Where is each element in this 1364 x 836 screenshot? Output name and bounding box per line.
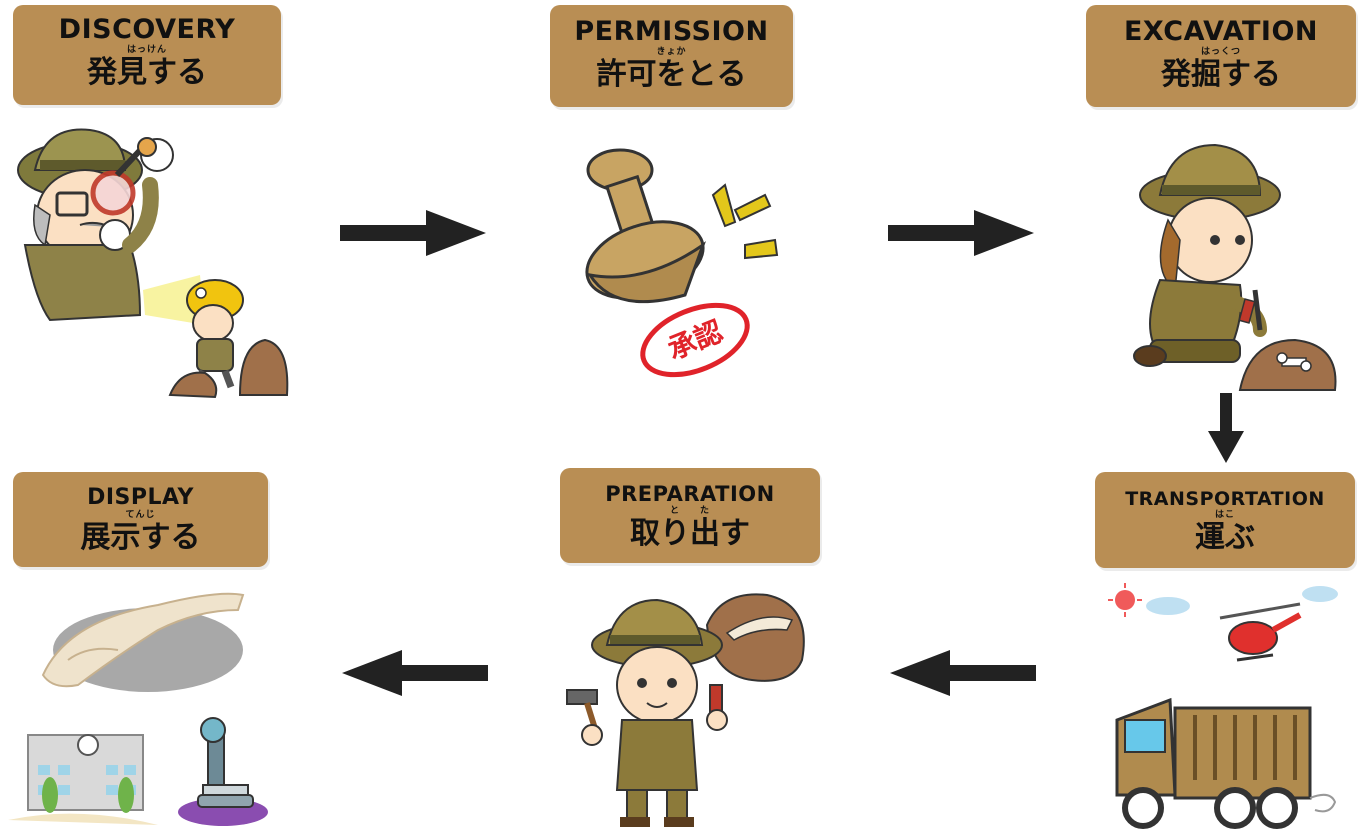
label-excavation-en: EXCAVATION xyxy=(1123,16,1319,47)
label-transportation-en: TRANSPORTATION xyxy=(1125,488,1325,510)
label-preparation-ja: 取り出す xyxy=(630,516,750,551)
arrow-discovery-to-permission xyxy=(340,210,486,256)
transportation-illustration xyxy=(1108,583,1338,829)
label-discovery-en: DISCOVERY xyxy=(58,14,236,45)
label-discovery-ja: 発見する xyxy=(87,55,207,90)
label-transportation-ja: 運ぶ xyxy=(1195,520,1255,555)
label-preparation-en: PREPARATION xyxy=(605,482,775,506)
label-permission-ja: 許可をとる xyxy=(596,57,747,92)
label-excavation-ja: 発掘する xyxy=(1161,57,1281,92)
label-discovery-ruby: はっけん xyxy=(126,45,167,55)
label-transportation-ruby: はこ xyxy=(1214,510,1235,520)
label-display: DISPLAY てんじ 展示する xyxy=(13,472,268,567)
discovery-illustration xyxy=(17,128,289,399)
label-excavation: EXCAVATION はっくつ 発掘する xyxy=(1086,5,1356,107)
label-preparation: PREPARATION と た 取り出す xyxy=(560,468,820,563)
preparation-illustration xyxy=(566,593,805,827)
label-display-ja: 展示する xyxy=(80,520,201,555)
stamp-illustration: 承認 xyxy=(585,148,779,378)
arrow-transportation-to-preparation xyxy=(890,650,1036,696)
display-illustration xyxy=(8,592,268,826)
excavation-illustration xyxy=(1133,143,1337,391)
label-preparation-ruby: と た xyxy=(669,506,710,516)
label-permission: PERMISSION きょか 許可をとる xyxy=(550,5,793,107)
arrow-excavation-to-transportation xyxy=(1208,393,1244,463)
label-transportation: TRANSPORTATION はこ 運ぶ xyxy=(1095,472,1355,568)
arrow-preparation-to-display xyxy=(342,650,488,696)
label-discovery: DISCOVERY はっけん 発見する xyxy=(13,5,281,105)
label-display-ruby: てんじ xyxy=(125,510,156,520)
label-permission-ruby: きょか xyxy=(656,47,687,57)
label-display-en: DISPLAY xyxy=(87,485,194,510)
label-excavation-ruby: はっくつ xyxy=(1200,47,1241,57)
label-permission-en: PERMISSION xyxy=(574,16,769,47)
arrow-permission-to-excavation xyxy=(888,210,1034,256)
stamp-text: 承認 xyxy=(663,315,727,367)
